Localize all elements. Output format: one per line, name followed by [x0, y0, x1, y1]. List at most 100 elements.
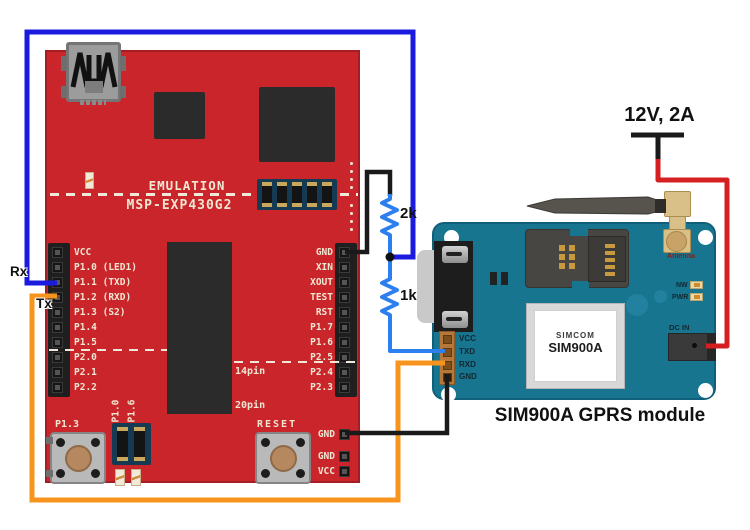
button-cap[interactable] [269, 444, 297, 472]
dc-in-label: DC IN [669, 323, 690, 332]
jumper[interactable] [262, 182, 272, 207]
jumper[interactable] [117, 427, 128, 461]
jumper[interactable] [277, 182, 287, 207]
sim-pin-label: TXD [459, 347, 475, 356]
pin-label: P1.4 [74, 322, 97, 333]
p13-button[interactable] [50, 432, 106, 484]
pin-label: TEST [310, 292, 333, 303]
pin-label: P1.3 (S2) [74, 307, 126, 318]
pin-p1-7[interactable] [339, 322, 350, 333]
resistor-2k [380, 194, 399, 240]
pin-label: P2.1 [74, 367, 97, 378]
uart-pin-strip [439, 331, 455, 385]
reset-label: RESET [257, 419, 298, 430]
usb-tab-left [61, 56, 67, 71]
smd-pad [46, 437, 53, 444]
sim-pin-txd[interactable] [443, 348, 452, 357]
jumper[interactable] [307, 182, 317, 207]
pwr-led [690, 293, 703, 301]
bottom-pin-gnd2[interactable] [339, 451, 350, 462]
dc-in-jack[interactable] [668, 333, 708, 361]
usb-solder-pins [80, 100, 106, 105]
antenna-sma-connector [664, 191, 691, 217]
pin-label: P2.2 [74, 382, 97, 393]
jumper[interactable] [134, 427, 145, 461]
pin-p1-5[interactable] [52, 337, 63, 348]
board-title-emulation: EMULATION [148, 178, 226, 193]
pin20-label: 20pin [235, 400, 266, 411]
board-title-model: MSP-EXP430G2 [126, 198, 233, 213]
power-rating-label: 12V, 2A [624, 104, 695, 126]
pin14-label: 14pin [235, 366, 266, 377]
bottom-pin-label: GND [317, 429, 335, 440]
sim900a-chip: SIMCOM SIM900A [526, 303, 625, 389]
sim-pin-rxd[interactable] [443, 361, 452, 370]
dip20-socket [167, 242, 232, 414]
pin-gnd[interactable] [339, 247, 350, 258]
pin-p1-2[interactable] [52, 292, 63, 303]
perforation-line [50, 193, 257, 196]
pin-p2-2[interactable] [52, 382, 63, 393]
pin-label: P1.0 (LED1) [74, 262, 137, 273]
usb-tab-right2 [120, 86, 126, 98]
nw-led [690, 281, 703, 289]
sim-pin-label: VCC [459, 334, 476, 343]
nw-led-label: NW [676, 282, 688, 289]
tx-label: Tx [36, 296, 52, 311]
pin-p1-3[interactable] [52, 307, 63, 318]
pin-test[interactable] [339, 292, 350, 303]
pin-label: P2.4 [310, 367, 333, 378]
pin-label: P1.1 (TXD) [74, 277, 132, 288]
pin-label: VCC [74, 247, 92, 258]
db9-screw-top [442, 246, 468, 263]
pin-p1-0[interactable] [52, 262, 63, 273]
jumper[interactable] [292, 182, 302, 207]
sim-pin-gnd[interactable] [443, 373, 452, 382]
bottom-pin-label: VCC [317, 466, 335, 477]
bottom-pin-vcc[interactable] [339, 466, 350, 477]
pin-label: XIN [315, 262, 333, 273]
silkscreen-circle [654, 290, 667, 303]
pin-vcc[interactable] [52, 247, 63, 258]
mounting-hole [698, 230, 713, 245]
pin-xin[interactable] [339, 262, 350, 273]
antenna-base-circle [666, 231, 687, 252]
pin-label: P1.5 [74, 337, 97, 348]
pwr-led-label: PWR [672, 294, 689, 301]
usb-engraving [70, 52, 118, 93]
pin-label: RST [315, 307, 333, 318]
pin-label: GND [315, 247, 333, 258]
pin-label: P2.3 [310, 382, 333, 393]
sim-pin-label: RXD [459, 360, 476, 369]
pin-p2-4[interactable] [339, 367, 350, 378]
mounting-hole [698, 383, 713, 398]
power-led [85, 172, 94, 189]
pin-label: XOUT [310, 277, 333, 288]
pin-p2-3[interactable] [339, 382, 350, 393]
pin-p1-1[interactable] [52, 277, 63, 288]
sim-pin-vcc[interactable] [443, 335, 452, 344]
pin-label: P1.7 [310, 322, 333, 333]
led-jumper-block[interactable] [112, 423, 151, 465]
sim-pin-label: GND [459, 372, 477, 381]
db9-screw-bottom [442, 311, 468, 328]
jumper[interactable] [322, 182, 332, 207]
ic-chip-large [259, 87, 335, 162]
dc-jack-hole [692, 343, 697, 348]
pin-rst[interactable] [339, 307, 350, 318]
jumper-label-p10: P1.0 [110, 399, 122, 423]
sim-card-holder[interactable] [525, 229, 629, 288]
mini-usb-connector[interactable] [66, 42, 121, 102]
pin-p2-0[interactable] [52, 352, 63, 363]
pin-p1-4[interactable] [52, 322, 63, 333]
pin-p1-6[interactable] [339, 337, 350, 348]
pin-xout[interactable] [339, 277, 350, 288]
button-cap[interactable] [64, 444, 92, 472]
emulation-jumper-header[interactable] [257, 179, 337, 210]
pin-p2-1[interactable] [52, 367, 63, 378]
bottom-pin-gnd1[interactable] [339, 429, 350, 440]
dc-in-jack-side [707, 333, 716, 361]
module-caption: SIM900A GPRS module [494, 405, 706, 426]
mounting-hole [441, 387, 456, 402]
